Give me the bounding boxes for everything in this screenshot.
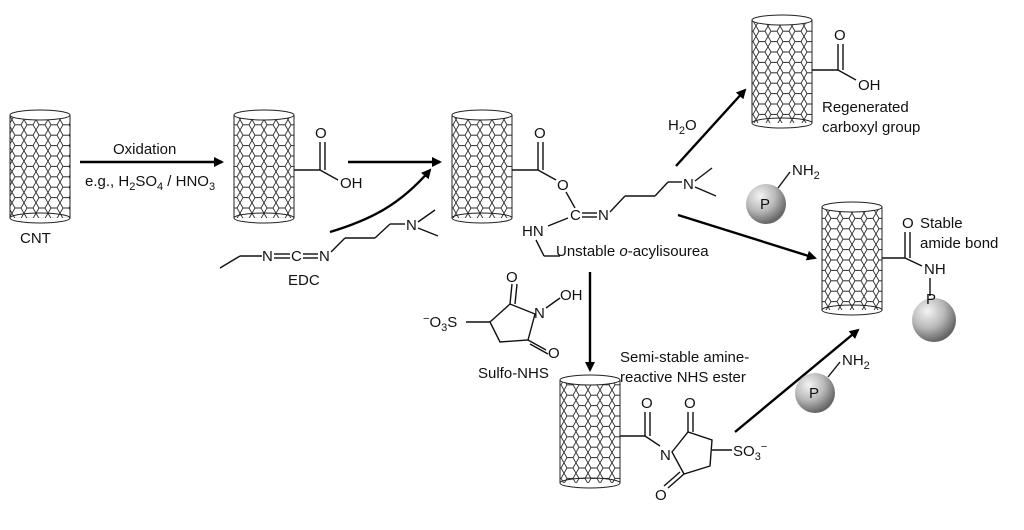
svg-text:−O3S: −O3S [423, 313, 457, 334]
regenerated-label-2: carboxyl group [822, 119, 920, 136]
edc-label: EDC [288, 272, 320, 289]
svg-text:NH: NH [924, 261, 946, 278]
svg-text:N: N [262, 248, 273, 265]
svg-text:N: N [534, 305, 545, 322]
svg-text:N: N [406, 217, 417, 234]
svg-text:P: P [760, 196, 770, 213]
amide-arrow [677, 213, 817, 261]
hydrolysis-arrow [675, 88, 747, 167]
protein-sphere-top: P NH2 [746, 162, 820, 224]
semistable-label-2: reactive NHS ester [620, 369, 746, 386]
amide-group: O NH [882, 215, 946, 296]
carboxyl-group-1: O OH [294, 125, 363, 192]
protein-sphere-bottom: P NH2 [795, 352, 870, 413]
svg-text:O: O [534, 125, 546, 142]
unstable-label: Unstable o-acylisourea [556, 243, 709, 260]
edc-molecule: N C N N [219, 209, 439, 269]
stable-label-1: Stable [920, 215, 963, 232]
svg-text:HN: HN [522, 223, 544, 240]
edc-curve-arrow [329, 168, 432, 234]
svg-text:O: O [557, 177, 569, 194]
svg-text:C: C [291, 248, 302, 265]
svg-text:OH: OH [858, 77, 881, 94]
stable-label-2: amide bond [920, 235, 998, 252]
protein-sphere-amide: P [912, 291, 956, 342]
semistable-label-1: Semi-stable amine- [620, 349, 749, 366]
svg-text:O: O [684, 395, 696, 412]
svg-text:P: P [926, 291, 936, 308]
nhs-ester-group: O N O O SO3− [620, 395, 767, 504]
svg-text:SO3−: SO3− [733, 441, 767, 463]
acylisourea-group: O O C N HN N [512, 125, 717, 257]
sulfo-nhs-molecule: −O3S O N OH O [423, 269, 583, 362]
regenerated-label-1: Regenerated [822, 99, 909, 116]
svg-text:N: N [660, 447, 671, 464]
svg-text:O: O [315, 125, 327, 142]
aminolysis-arrow [734, 328, 860, 433]
svg-text:O: O [902, 215, 914, 232]
nanotube-amide [821, 201, 883, 316]
svg-text:OH: OH [560, 287, 583, 304]
svg-text:N: N [598, 207, 609, 224]
nanotube-cnt [9, 109, 71, 224]
svg-text:N: N [319, 248, 330, 265]
sulfo-nhs-label: Sulfo-NHS [478, 365, 549, 382]
nanotube-regenerated [751, 14, 813, 129]
reagent-label: e.g., H2SO4 / HNO3 [85, 173, 215, 193]
svg-text:O: O [655, 487, 667, 504]
svg-text:O: O [506, 269, 518, 286]
svg-text:O: O [641, 395, 653, 412]
svg-text:C: C [570, 207, 581, 224]
cnt-label: CNT [20, 230, 51, 247]
svg-text:O: O [548, 345, 560, 362]
svg-text:NH2: NH2 [792, 162, 820, 182]
svg-text:P: P [809, 385, 819, 402]
svg-text:O: O [834, 27, 846, 44]
oxidation-label: Oxidation [113, 141, 176, 158]
water-label: H2O [668, 117, 697, 137]
nanotube-oxidized [233, 109, 295, 224]
svg-text:N: N [683, 176, 694, 193]
nanotube-acylisourea [451, 109, 513, 224]
nanotube-nhs-ester [559, 374, 621, 489]
carboxyl-group-regenerated: O OH [812, 27, 881, 94]
svg-text:OH: OH [340, 175, 363, 192]
svg-text:NH2: NH2 [842, 352, 870, 372]
